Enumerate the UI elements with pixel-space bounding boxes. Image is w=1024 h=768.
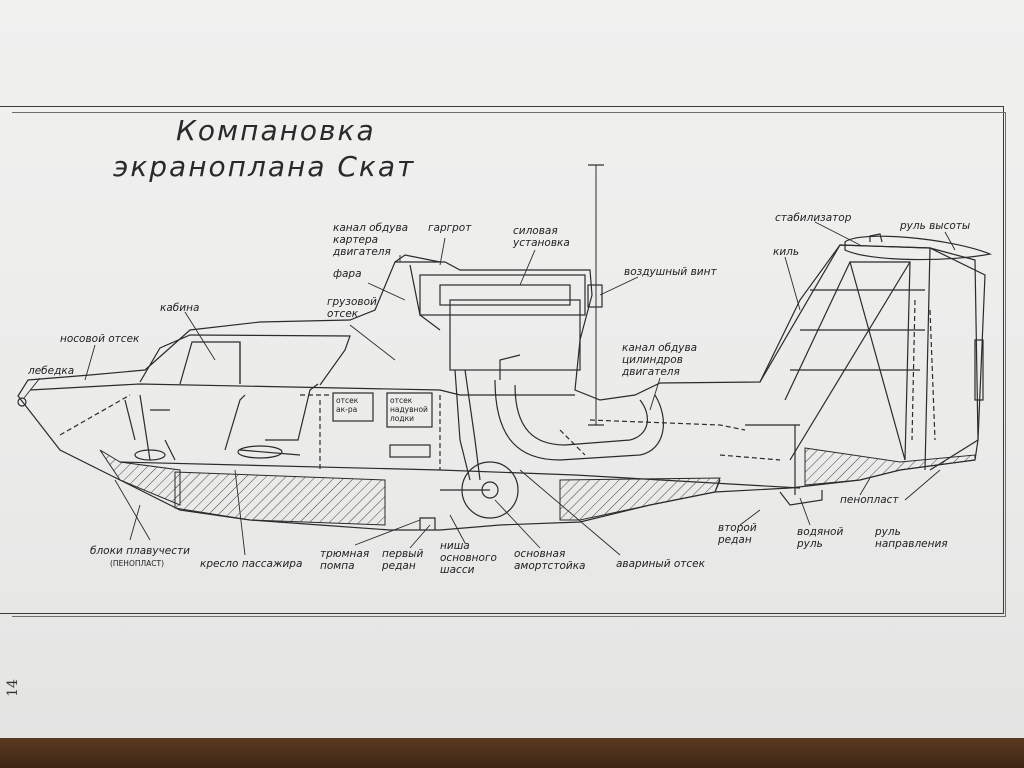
buoyancy-block-2 [174,471,386,526]
label-vodyanoy-rul: водяной руль [797,526,844,550]
label-nosovoy-otsek: носовой отсек [60,333,140,345]
title-line-1: Компановка [176,114,376,147]
shock-strut [454,369,481,481]
label-vtoroy-redan: второй редан [718,522,757,546]
drawing-frame [0,106,1004,614]
label-silovaya-ustanovka: силовая установка [513,225,570,249]
label-otsek-akra: отсек ак-ра [336,396,359,414]
label-kabina: кабина [160,302,200,314]
buoyancy-block-3 [559,477,721,521]
label-rul-napravleniya: руль направления [875,526,948,550]
label-perviy-redan: первый редан [382,548,424,572]
label-kanal-cilindrov: канал обдува цилиндров двигателя [622,342,698,378]
tail-fin [759,244,931,471]
title-line-2: экраноплана Скат [113,150,416,183]
label-otsek-lodki: отсек надувной лодки [390,396,428,423]
label-penoplast: пенопласт [840,494,899,506]
label-tryumnaya-pompa: трюмная помпа [320,548,370,572]
hull-outline [17,244,986,531]
passenger-seat [224,383,319,456]
air-duct [494,379,664,461]
stabilizer [844,235,993,261]
water-rudder [779,490,823,506]
rudder [929,247,979,471]
label-gargrot: гаргрот [428,222,472,234]
label-gruzovoy-otsek: грузовой отсек [327,296,377,320]
label-kanal-karter: канал обдува картера двигателя [333,222,409,258]
table-edge [0,738,1024,768]
label-avariyny-otsek: авариный отсек [616,558,705,570]
label-rul-vysoty: руль высоты [900,220,971,232]
label-kil: киль [773,246,800,258]
engine-block [419,274,586,316]
gargrot-shape [394,254,441,263]
label-fara: фара [333,268,362,280]
buoyancy-block-4 [804,447,976,486]
label-stabilizator: стабилизатор [775,212,852,224]
label-bloki-plavuchesti: блоки плавучести [90,545,190,557]
label-lebedka: лебедка [28,365,75,377]
label-amortstoyka: основная амортстойка [514,548,586,572]
canopy [139,334,351,386]
boat-compartment [386,392,433,428]
drawing-inner-frame [12,112,1006,617]
label-nisha-shassi: ниша основного шасси [440,540,497,576]
page-number: 14 [4,679,21,697]
label-vozdushny-vint: воздушный винт [624,266,717,278]
label-bloki-penoplast: (ПЕНОПЛАСТ) [110,559,165,568]
label-kreslo-passazhira: кресло пассажира [200,558,303,570]
battery-compartment [332,392,374,422]
